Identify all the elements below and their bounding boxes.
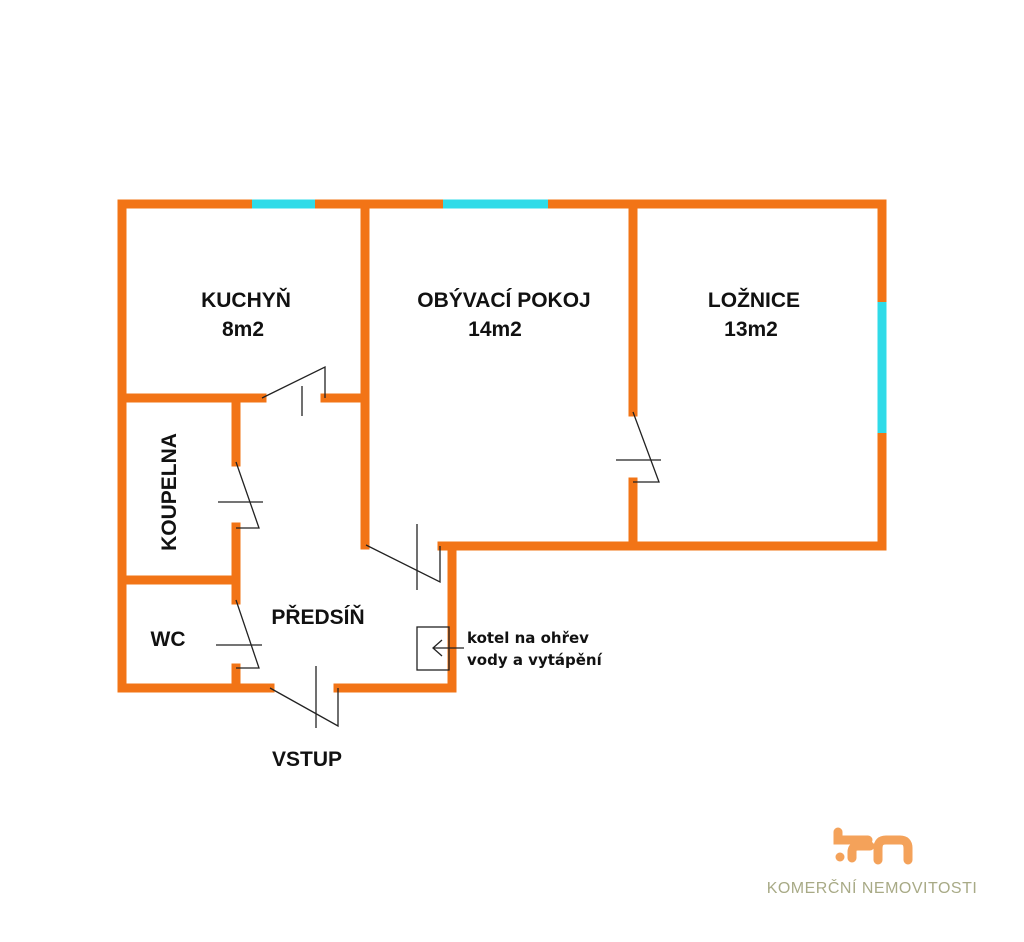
kitchen-area: 8m2 xyxy=(222,318,264,341)
boiler-note-line1: kotel na ohřev xyxy=(467,629,589,647)
bedroom-label: LOŽNICE xyxy=(708,288,800,312)
brand-logo: KOMERČNÍ NEMOVITOSTI xyxy=(767,827,978,897)
living-door xyxy=(365,524,441,590)
wc-label: WC xyxy=(151,628,186,651)
living-room-area: 14m2 xyxy=(468,318,522,341)
bedroom-door xyxy=(616,411,661,483)
living-room-label: OBÝVACÍ POKOJ xyxy=(417,288,590,312)
kn-logo-icon xyxy=(833,827,913,865)
windows xyxy=(252,199,887,433)
doors xyxy=(216,365,661,728)
kitchen-door xyxy=(261,365,326,416)
boiler xyxy=(416,626,464,671)
entrance-label: VSTUP xyxy=(272,748,342,771)
walls xyxy=(117,199,887,693)
bedroom-area: 13m2 xyxy=(724,318,778,341)
arrow-left-icon xyxy=(432,639,464,657)
brand-name: KOMERČNÍ NEMOVITOSTI xyxy=(767,878,978,897)
wc-door xyxy=(216,599,262,669)
bathroom-door xyxy=(218,461,263,529)
boiler-note-line2: vody a vytápění xyxy=(467,651,603,669)
kitchen-label: KUCHYŇ xyxy=(201,288,291,312)
entrance-door xyxy=(269,666,339,728)
hall-label: PŘEDSÍŇ xyxy=(271,605,364,629)
bathroom-label: KOUPELNA xyxy=(158,433,181,551)
